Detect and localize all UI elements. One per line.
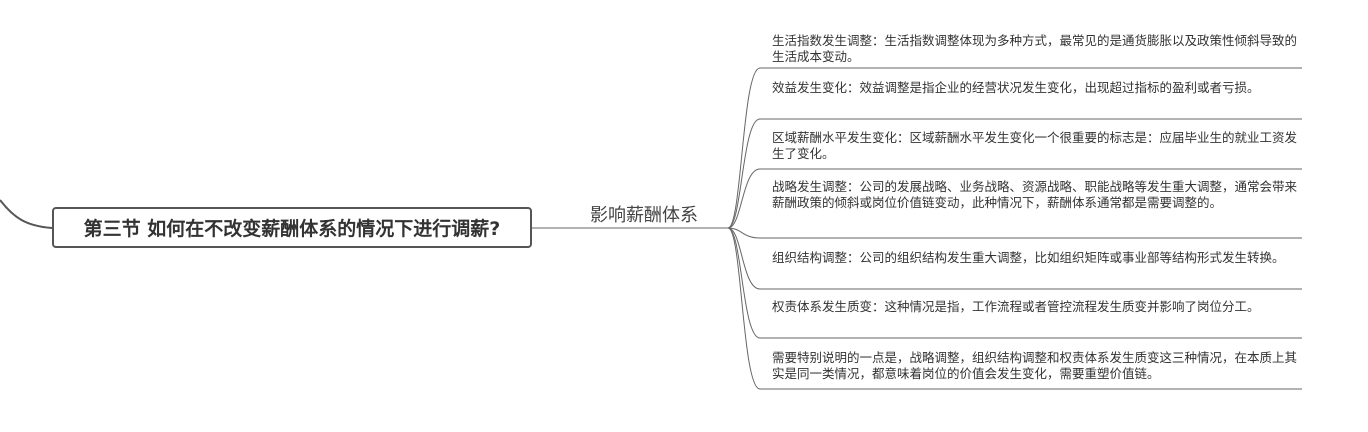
root-topic-title: 第三节 如何在不改变薪酬体系的情况下进行调薪? [83,218,501,240]
leaf-connector-7 [727,227,761,390]
leaf-topic-strategy[interactable]: 战略发生调整：公司的发展战略、业务战略、资源战略、职能战略等发生重大调整，通常会… [772,179,1298,210]
branch-topic-label[interactable]: 影响薪酬体系 [590,205,698,226]
leaf-connector-5 [727,227,761,290]
root-topic-node[interactable]: 第三节 如何在不改变薪酬体系的情况下进行调薪? [52,207,532,248]
leaf-connector-2 [727,118,761,229]
leaf-connector-6 [727,227,761,339]
leaf-topic-special-note[interactable]: 需要特别说明的一点是，战略调整，组织结构调整和权责体系发生质变这三种情况，在本质… [772,350,1298,381]
leaf-topic-org-structure[interactable]: 组织结构调整：公司的组织结构发生重大调整，比如组织矩阵或事业部等结构形式发生转换… [772,250,1285,265]
leaf-topic-regional-pay[interactable]: 区域薪酬水平发生变化：区域薪酬水平发生变化一个很重要的标志是：应届毕业生的就业工… [772,130,1298,161]
leaf-connector-1 [727,67,761,229]
leaf-connector-4 [727,227,761,239]
leaf-topic-performance[interactable]: 效益发生变化：效益调整是指企业的经营状况发生变化，出现超过指标的盈利或者亏损。 [772,80,1260,95]
leaf-topic-cost-of-living[interactable]: 生活指数发生调整：生活指数调整体现为多种方式，最常见的是通货膨胀以及政策性倾斜导… [772,33,1298,64]
leaf-connector-3 [727,168,761,229]
parent-connector [0,199,53,229]
leaf-topic-responsibility[interactable]: 权责体系发生质变：这种情况是指，工作流程或者管控流程发生质变并影响了岗位分工。 [772,299,1260,314]
